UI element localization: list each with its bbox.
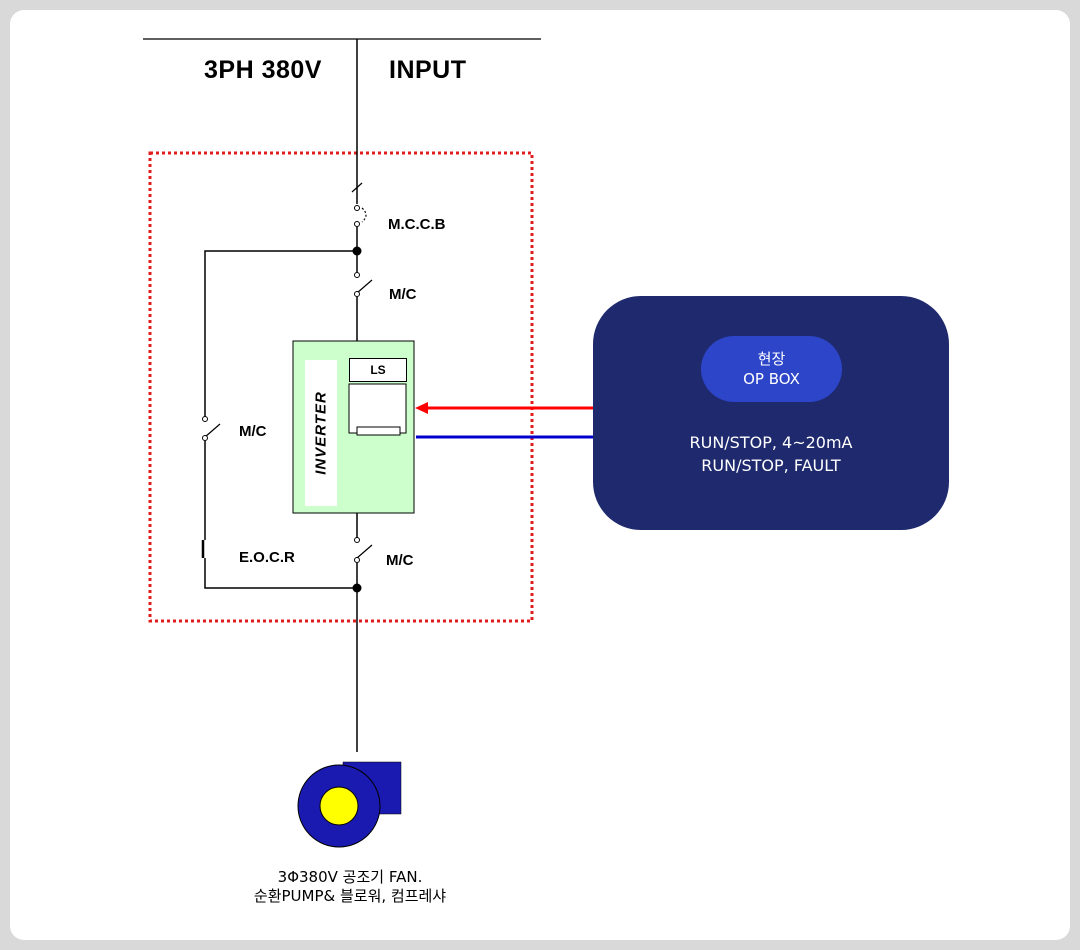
load-caption-line2: 순환PUMP& 블로워, 컴프레샤 <box>253 887 447 905</box>
mc-bypass-contact <box>202 416 221 441</box>
signal-line-1: RUN/STOP, 4~20mA <box>689 433 853 452</box>
mccb-symbol <box>351 182 367 227</box>
mc-bypass-label: M/C <box>239 423 267 440</box>
motor-icon <box>297 761 402 848</box>
load-caption-line1: 3Φ380V 공조기 FAN. <box>277 868 423 886</box>
mc-bottom-label: M/C <box>386 552 414 569</box>
mccb-label: M.C.C.B <box>388 216 446 233</box>
input-voltage-label: 3PH 380V <box>204 56 322 84</box>
inverter-label: INVERTER <box>312 391 330 475</box>
op-box-title-line1: 현장 <box>757 350 786 368</box>
bypass-line-bottom <box>204 558 357 589</box>
mc-top-contact <box>354 272 373 297</box>
load-caption: 3Φ380V 공조기 FAN. 순환PUMP& 블로워, 컴프레샤 <box>200 868 500 906</box>
op-box-signals: RUN/STOP, 4~20mA RUN/STOP, FAULT <box>593 431 949 477</box>
mc-bottom-contact <box>354 537 373 563</box>
inverter-display <box>348 383 407 434</box>
eocr-label: E.O.C.R <box>239 549 295 566</box>
inverter-slot <box>356 426 401 436</box>
signal-line-2: RUN/STOP, FAULT <box>701 456 841 475</box>
op-box: 현장 OP BOX RUN/STOP, 4~20mA RUN/STOP, FAU… <box>593 296 949 530</box>
input-label: INPUT <box>389 56 467 84</box>
inverter-brand: LS <box>349 358 407 382</box>
op-box-title-pill: 현장 OP BOX <box>701 336 842 402</box>
op-box-title-line2: OP BOX <box>743 370 800 388</box>
mc-top-label: M/C <box>389 286 417 303</box>
signal-arrowhead-red <box>415 402 428 414</box>
panel-border <box>148 151 534 623</box>
inverter-label-panel: INVERTER <box>305 360 337 506</box>
bypass-line-top <box>204 250 357 417</box>
